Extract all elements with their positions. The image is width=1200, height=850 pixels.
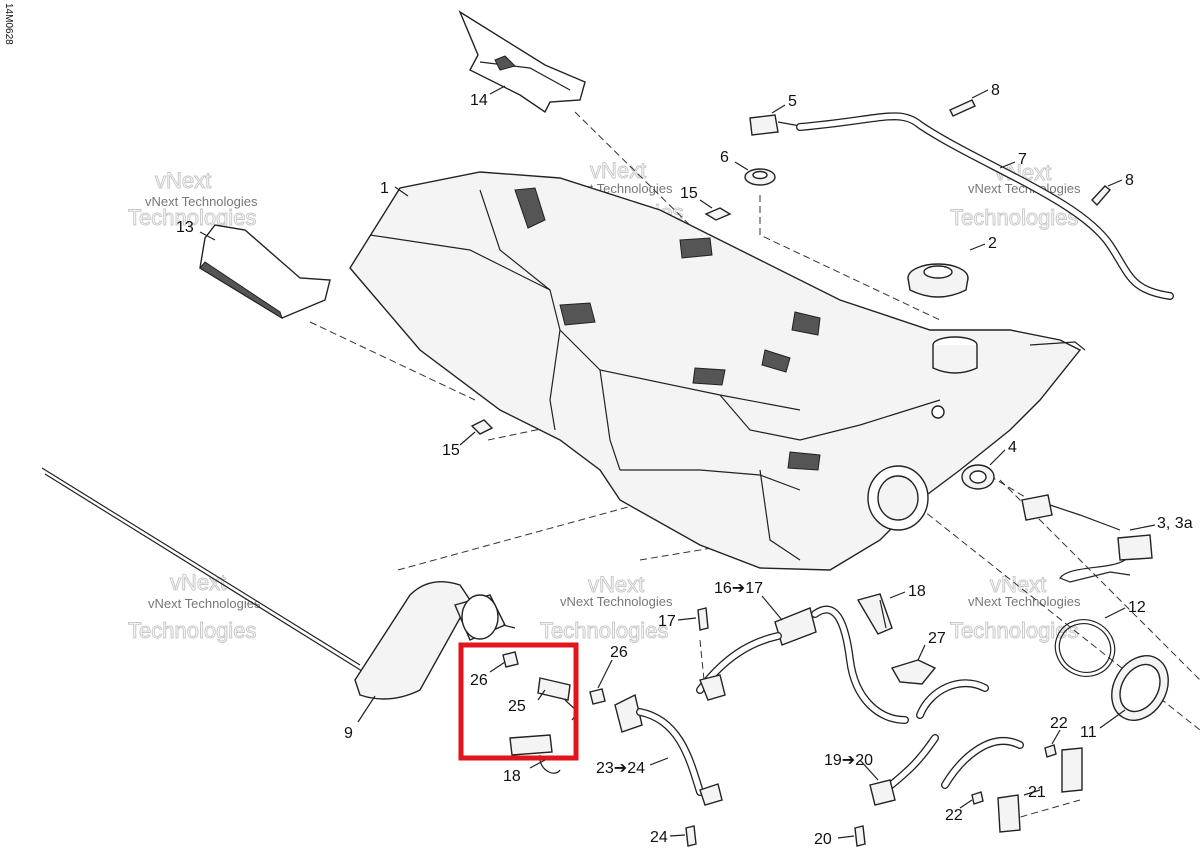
callout-4: 4 (1008, 439, 1017, 456)
svg-text:vNext Technologies: vNext Technologies (145, 194, 258, 209)
part-24-clip (685, 825, 697, 847)
part-26-fitting (589, 688, 606, 705)
callout-26: 26 (610, 644, 628, 661)
part-15-nut (704, 207, 732, 221)
part-20-clip (854, 825, 866, 847)
part-7-vent-hose (796, 112, 1174, 300)
svg-text:vNext Technologies: vNext Technologies (560, 594, 673, 609)
part-12-gasket (1054, 619, 1116, 677)
callout-8: 8 (1125, 172, 1134, 189)
watermark: vNext vNext Technologies Technologies (950, 160, 1081, 231)
callout-20: 20 (814, 831, 832, 848)
part-16-fuel-filter (696, 605, 909, 724)
part-21-bracket (997, 747, 1083, 833)
part-13-panel (199, 224, 331, 320)
svg-text:vNext: vNext (155, 168, 211, 193)
part-26-fitting (502, 651, 519, 668)
svg-text:vNext: vNext (170, 570, 226, 595)
callout-19-20: 19➔20 (824, 752, 873, 769)
callout-16-17: 16➔17 (714, 580, 763, 597)
callout-21: 21 (1028, 784, 1046, 801)
svg-text:vNext Technologies: vNext Technologies (968, 594, 1081, 609)
callout-11: 11 (1080, 724, 1097, 741)
svg-text:vNext Technologies: vNext Technologies (968, 181, 1081, 196)
watermark: vNext vNext Technologies Technologies (540, 572, 673, 644)
callout-26: 26 (470, 672, 488, 689)
part-17-clip (697, 607, 709, 631)
svg-text:vNext: vNext (590, 158, 646, 183)
callout-27: 27 (928, 630, 946, 647)
callout-24: 24 (650, 829, 668, 846)
svg-text:Technologies: Technologies (128, 205, 256, 230)
part-9-fuel-pump (41, 467, 516, 700)
callout-22: 22 (1050, 715, 1068, 732)
part-1-fuel-tank (349, 171, 1086, 571)
callout-1: 1 (380, 180, 389, 197)
watermark: vNext vNext Technologies Technologies (128, 168, 258, 231)
callout-15: 15 (680, 185, 698, 202)
callout-6: 6 (720, 149, 729, 166)
callout-2: 2 (988, 235, 997, 252)
part-3-level-sensor (1021, 494, 1153, 583)
watermark: vNext vNext Technologies Technologies (950, 572, 1081, 644)
highlight-box (458, 642, 579, 761)
part-23-outlet-hose (614, 693, 723, 806)
svg-text:Technologies: Technologies (128, 618, 256, 643)
callout-22: 22 (945, 807, 963, 824)
part-11-lock-ring (1111, 655, 1169, 721)
callout-12: 12 (1128, 599, 1146, 616)
part-8-clamp (949, 99, 976, 117)
svg-text:Technologies: Technologies (540, 618, 668, 643)
watermark: vNext vNext Technologies Technologies (128, 570, 261, 644)
part-25-connector (537, 677, 579, 721)
part-15-nut (470, 419, 494, 435)
callout-23-24: 23➔24 (596, 760, 645, 777)
callout-8: 8 (991, 82, 1000, 99)
svg-text:vNext Technologies: vNext Technologies (148, 596, 261, 611)
svg-text:vNext: vNext (990, 572, 1046, 597)
callout-3-3a: 3, 3a (1157, 515, 1193, 532)
part-14-shield (458, 10, 586, 114)
svg-text:Technologies: Technologies (950, 205, 1078, 230)
figure-id: 14M0628 (3, 3, 14, 45)
part-22-screw (971, 791, 984, 805)
callout-13: 13 (176, 219, 194, 236)
part-5-vent-valve (749, 114, 801, 136)
callout-14: 14 (470, 92, 488, 109)
callout-5: 5 (788, 93, 797, 110)
part-2-fuel-cap (907, 263, 969, 298)
callout-17: 17 (658, 613, 676, 630)
part-4-grommet (961, 464, 995, 490)
part-19-hose-assembly (869, 679, 1024, 806)
svg-text:vNext: vNext (588, 572, 644, 597)
callout-18: 18 (503, 768, 521, 785)
part-18-elbow-hose (856, 593, 893, 635)
part-8-clamp (1091, 185, 1112, 207)
callouts: 1 2 3, 3a 4 5 6 7 8 8 9 11 12 13 14 15 1… (176, 82, 1193, 848)
callout-25: 25 (508, 698, 526, 715)
callout-7: 7 (1018, 151, 1027, 168)
svg-text:Technologies: Technologies (950, 618, 1078, 643)
callout-9: 9 (344, 725, 353, 742)
callout-15: 15 (442, 442, 460, 459)
part-22-screw (1044, 744, 1057, 758)
callout-18: 18 (908, 583, 926, 600)
part-6-grommet (744, 168, 776, 186)
part-27-clip (890, 659, 937, 685)
